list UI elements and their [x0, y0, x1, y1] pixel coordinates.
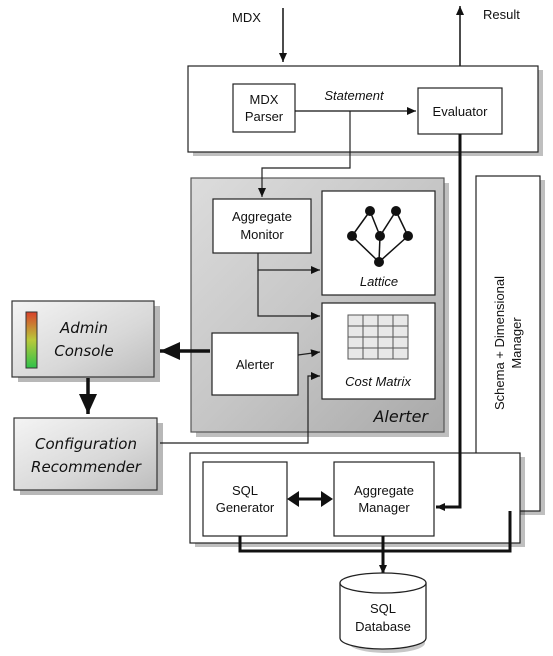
lattice-label: Lattice: [360, 274, 398, 289]
lattice-graph-icon: [347, 206, 413, 267]
sql-generator-line2: Generator: [216, 500, 275, 515]
grid-table-icon: [347, 314, 409, 360]
admin-console-line2: Console: [54, 342, 114, 360]
statement-to-monitor-connector: [258, 111, 351, 197]
sql-database-line2: Database: [355, 619, 411, 634]
sql-database-line1: SQL: [370, 601, 396, 616]
cylinder-database-icon: [339, 572, 427, 653]
aggregate-manager-box: [333, 461, 435, 537]
aggregate-monitor-box: [212, 198, 312, 254]
configuration-recommender-box: [13, 417, 158, 491]
evaluator-to-aggregate-manager-connector: [436, 134, 462, 511]
evaluator-label: Evaluator: [433, 104, 489, 119]
recommender-line1: Configuration: [35, 435, 137, 453]
sql-generator-line1: SQL: [232, 483, 258, 498]
alerter-to-cost-matrix-arrow: [297, 349, 321, 358]
mdx-parser-line2: Parser: [245, 109, 284, 124]
evaluator-box: [417, 87, 503, 135]
aggregate-monitor-line1: Aggregate: [232, 209, 292, 224]
mdx-input-label: MDX: [232, 10, 261, 25]
generator-manager-arrowhead-left: [287, 491, 299, 507]
recommender-line2: Recommender: [31, 458, 142, 476]
statement-label: Statement: [324, 88, 385, 103]
aggregate-manager-line2: Manager: [358, 500, 410, 515]
result-output-label: Result: [483, 7, 520, 22]
level-gauge-icon: [25, 311, 38, 369]
generator-manager-arrowhead-right: [321, 491, 333, 507]
mdx-parser-box: [232, 83, 296, 133]
lattice-box: [321, 190, 436, 296]
mdx-parser-line1: MDX: [250, 92, 279, 107]
schema-manager-line1: Schema + Dimensional: [492, 276, 507, 410]
sql-generator-box: [202, 461, 288, 537]
alerter-box: [211, 332, 299, 396]
recommender-to-cost-matrix-arrow: [160, 372, 320, 444]
cost-matrix-label: Cost Matrix: [345, 374, 411, 389]
alerter-panel-title: Alerter: [372, 407, 429, 426]
aggregate-manager-line1: Aggregate: [354, 483, 414, 498]
alerter-label: Alerter: [236, 357, 275, 372]
storage-bus-connector: [238, 511, 512, 553]
schema-manager-line2: Manager: [509, 317, 524, 369]
admin-console-line1: Admin: [59, 319, 108, 337]
aggregate-monitor-line2: Monitor: [240, 227, 284, 242]
monitor-to-cost-matrix-arrow: [257, 270, 320, 320]
